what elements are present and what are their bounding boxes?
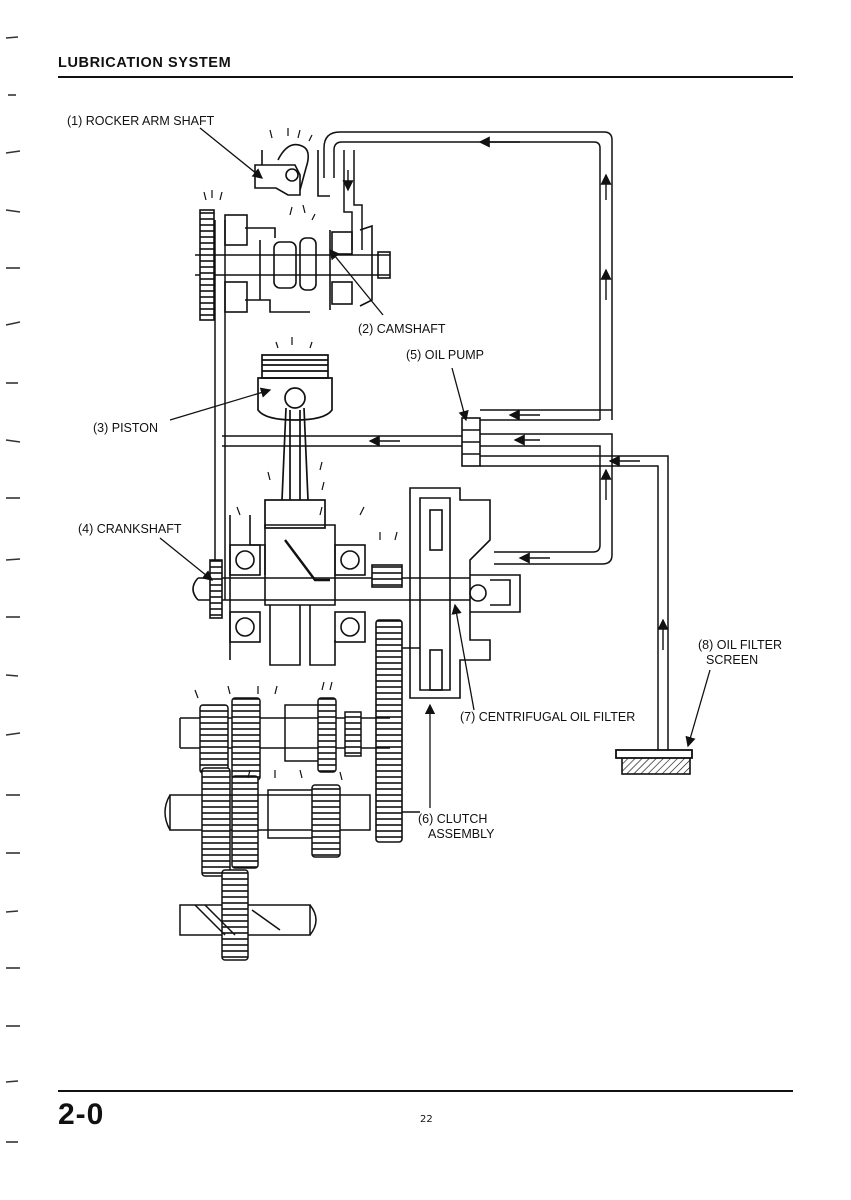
label-crankshaft: (4) CRANKSHAFT — [78, 522, 182, 536]
label-clutch-assembly-line2: ASSEMBLY — [428, 827, 495, 841]
label-camshaft: (2) CAMSHAFT — [358, 322, 446, 336]
flow-arrows — [342, 136, 669, 650]
oil-pump — [461, 417, 481, 467]
label-clutch-assembly-line1: (6) CLUTCH — [418, 812, 488, 826]
scan-page-number: 22 — [420, 1114, 433, 1125]
label-piston: (3) PISTON — [93, 421, 159, 435]
label-oil-pump: (5) OIL PUMP — [406, 348, 485, 362]
binding-marks — [5, 36, 21, 1143]
label-oil-filter-screen-line2: SCREEN — [706, 653, 759, 667]
header-rule — [58, 76, 793, 78]
section-title: LUBRICATION SYSTEM — [58, 55, 232, 71]
oil-passages — [214, 131, 669, 750]
piston — [257, 337, 333, 529]
crankshaft — [192, 506, 470, 666]
oil-filter-screen — [615, 749, 693, 775]
footer-rule — [58, 1090, 793, 1092]
transmission — [164, 681, 390, 961]
rocker-arm — [254, 128, 330, 197]
camshaft — [195, 190, 391, 321]
page-number: 2-0 — [58, 1098, 105, 1131]
label-rocker-arm-shaft: (1) ROCKER ARM SHAFT — [67, 114, 215, 128]
label-centrifugal-oil-filter: (7) CENTRIFUGAL OIL FILTER — [460, 710, 636, 724]
leader-lines — [159, 127, 711, 808]
clutch-and-filter — [371, 487, 521, 843]
label-oil-filter-screen-line1: (8) OIL FILTER — [698, 638, 783, 652]
